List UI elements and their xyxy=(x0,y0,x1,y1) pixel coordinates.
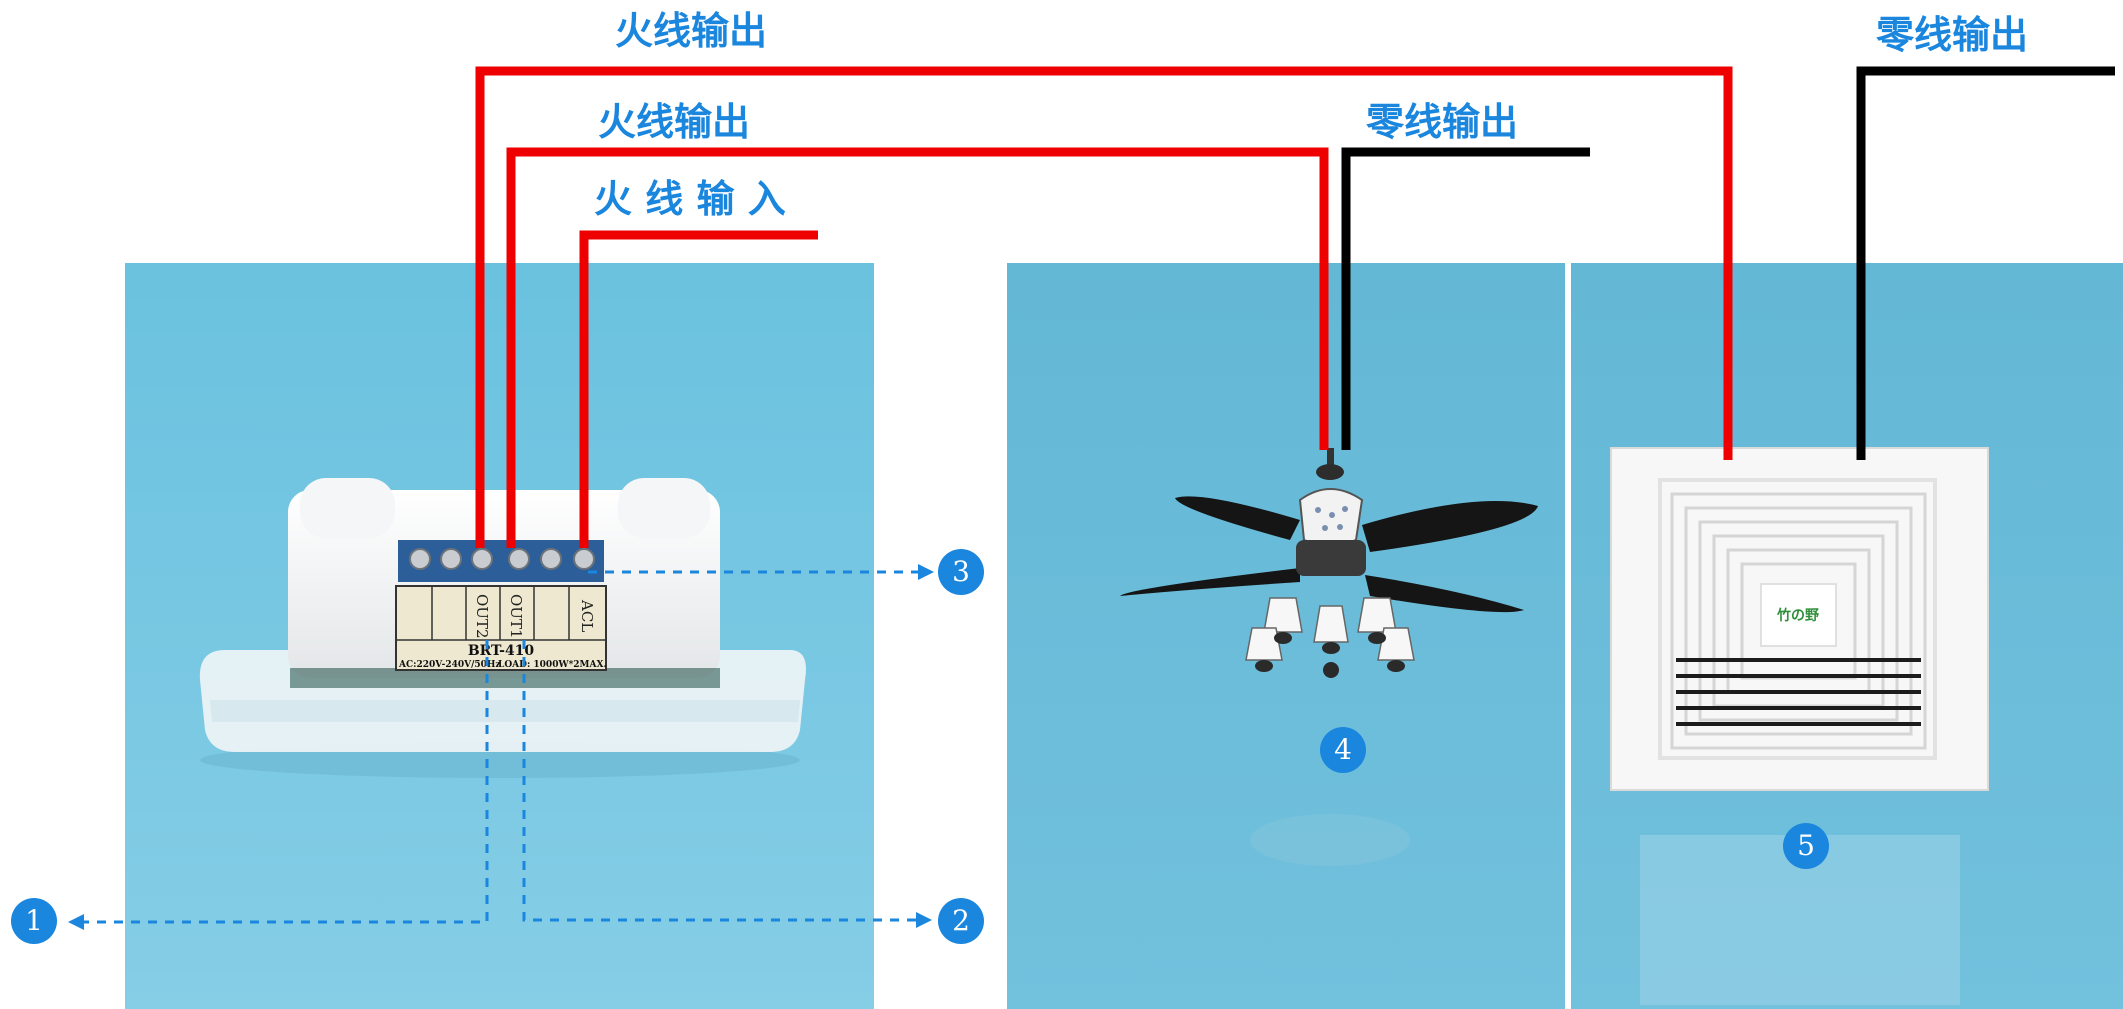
switch-module: OUT2 OUT1 ACL BRT-410 AC:220V-240V/50Hz … xyxy=(199,478,807,778)
marker-3: 3 xyxy=(938,549,984,595)
live-output-label: 火线输出 xyxy=(598,100,751,144)
switch-rating-voltage: AC:220V-240V/50Hz xyxy=(398,660,501,670)
ceiling-fan-light-icon xyxy=(1120,448,1538,866)
marker-1: 1 xyxy=(11,898,57,944)
live-input-label: 火 线 输 入 xyxy=(594,177,786,221)
dashed-pointer-lines xyxy=(82,570,922,924)
marker-5: 5 xyxy=(1783,823,1829,869)
terminal-label-acl: ACL xyxy=(578,599,596,632)
marker-4: 4 xyxy=(1320,727,1366,773)
marker-2: 2 xyxy=(938,898,984,944)
pointer-arrowheads xyxy=(68,564,934,930)
vent-brand-logo: 竹の野 xyxy=(1776,607,1819,624)
wires xyxy=(475,66,2115,548)
neutral-output-label-vent: 零线输出 xyxy=(1876,13,2029,57)
neutral-wire-vent xyxy=(1856,66,2115,460)
exhaust-fan-vent-icon: 竹の野 xyxy=(1610,447,1989,1005)
live-output-label-top: 火线输出 xyxy=(615,9,768,53)
terminal-label-out1: OUT1 xyxy=(507,594,525,639)
neutral-wire-fan xyxy=(1341,147,1590,450)
live-wire-out2 xyxy=(475,66,1733,548)
terminal-label-out2: OUT2 xyxy=(473,594,491,639)
switch-rating-load: LOAD: 1000W*2MAX. xyxy=(498,660,607,670)
live-wire-out1 xyxy=(506,147,1329,548)
neutral-output-label-fan: 零线输出 xyxy=(1366,100,1519,144)
switch-model: BRT-410 xyxy=(468,643,535,659)
live-wire-in xyxy=(579,230,818,548)
